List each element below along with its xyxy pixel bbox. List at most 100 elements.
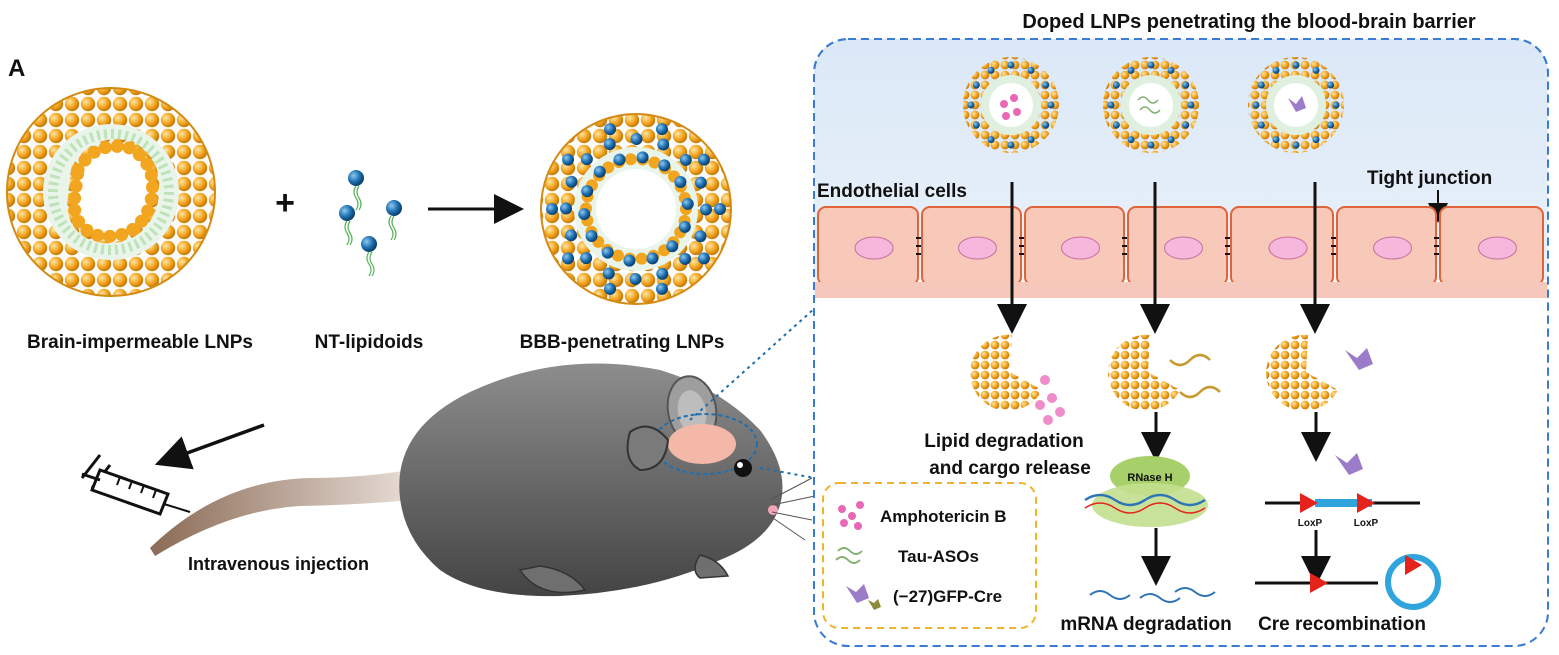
- injection-label: Intravenous injection: [188, 554, 369, 574]
- nt-lipidoid-dot: [697, 252, 710, 265]
- nt-lipidoid-dot: [560, 202, 573, 215]
- nt-lipidoid-dot: [604, 123, 617, 136]
- rnase-h-complex: [1084, 456, 1208, 527]
- loxp-left-label: LoxP: [1298, 518, 1323, 529]
- nt-lipidoid-dot: [646, 252, 659, 265]
- lnp-bbb-penetrating: [540, 113, 732, 305]
- nt-lipidoid-dot: [1147, 61, 1155, 69]
- nt-lipidoid-dot: [585, 230, 598, 243]
- nt-lipidoid-dot: [602, 267, 615, 280]
- nt-lipidoid-dot: [1007, 61, 1015, 69]
- cell-nucleus: [1061, 236, 1100, 260]
- degraded-lnp-2: [1108, 334, 1221, 411]
- plus-sign: +: [275, 184, 295, 222]
- nt-lipidoid-dot: [603, 138, 616, 151]
- syringe-icon: [80, 454, 191, 516]
- nt-lipidoid-dot: [655, 282, 668, 295]
- nt-lipidoid-dot: [694, 176, 707, 189]
- nt-lipidoid-dot: [562, 153, 575, 166]
- nt-lipidoid-dot: [1312, 66, 1320, 74]
- basement-membrane: [815, 282, 1547, 298]
- loxp-dna: [1265, 493, 1420, 513]
- nt-lipidoid-dot: [581, 185, 594, 198]
- nt-lipidoid-dot: [601, 246, 614, 259]
- nt-lipidoid-dot: [1272, 136, 1280, 144]
- mouse-illustration: [150, 363, 816, 597]
- injection-arrow: [154, 423, 265, 470]
- nt-lipidoids-label: NT-lipidoids: [315, 332, 424, 353]
- nt-lipidoid-dot: [681, 197, 694, 210]
- nt-lipidoid-dot: [987, 66, 995, 74]
- cargo-legend: [822, 482, 1037, 629]
- cell-nucleus: [854, 236, 894, 260]
- nt-lipidoid-dot: [593, 165, 606, 178]
- nt-lipidoid-dot: [1257, 121, 1265, 129]
- doped-lnp-cre: [1248, 57, 1344, 153]
- legend-item-aso: Tau-ASOs: [898, 547, 979, 566]
- zoom-line-bottom: [759, 467, 816, 479]
- nt-lipidoid-dot: [658, 159, 671, 172]
- excised-circle: [1385, 554, 1441, 610]
- nt-lipidoid-dot: [1332, 101, 1340, 109]
- nt-lipidoid-dot: [1327, 81, 1335, 89]
- nt-lipidoid-dot: [1112, 121, 1120, 129]
- nt-lipidoid-dot: [562, 252, 575, 265]
- mrna-label: mRNA degradation: [1060, 614, 1231, 635]
- nt-lipidoid-2: [386, 200, 402, 241]
- nt-lipidoid-dot: [657, 138, 670, 151]
- amphotericin-icon: [838, 501, 864, 530]
- degraded-lnp-1: [970, 334, 1065, 425]
- nt-lipidoid-dot: [1312, 136, 1320, 144]
- doped-lnp-nt-lipidoids: [967, 61, 1340, 149]
- lipid-degradation-line2: and cargo release: [929, 458, 1091, 479]
- nt-lipidoid-dot: [972, 121, 980, 129]
- cell-nucleus: [1268, 236, 1308, 260]
- nt-lipidoid-dot: [1182, 81, 1190, 89]
- endothelial-cell-layer: [817, 206, 1544, 286]
- nt-lipidoid-dot: [580, 252, 593, 265]
- nt-lipidoid-4: [361, 236, 377, 277]
- nt-lipidoid-dot: [1292, 61, 1300, 69]
- header-title: Doped LNPs penetrating the blood-brain b…: [1022, 11, 1476, 33]
- panel-label: A: [8, 55, 25, 82]
- nt-lipidoid-dot: [655, 123, 668, 136]
- nt-lipidoid-dot: [546, 203, 558, 215]
- nt-lipidoid-dot: [1127, 66, 1135, 74]
- aso-icon: [835, 547, 863, 564]
- nt-lipidoid-dot: [1187, 101, 1195, 109]
- nt-lipidoid-dot: [666, 240, 679, 253]
- nt-lipidoid-3: [339, 205, 355, 246]
- recombined-dna: [1255, 573, 1378, 593]
- nt-lipidoid-dot: [1257, 81, 1265, 89]
- nt-lipidoid-1: [348, 170, 364, 211]
- nt-lipidoid-dot: [1272, 66, 1280, 74]
- nt-lipidoid-dot: [565, 229, 578, 242]
- nt-lipidoid-dot: [1107, 101, 1115, 109]
- nt-lipidoid-dot: [629, 272, 642, 285]
- cell-nucleus: [1373, 236, 1412, 260]
- nt-lipidoid-dot: [699, 203, 712, 216]
- nt-lipidoid-dot: [714, 203, 726, 215]
- cre-label: Cre recombination: [1258, 614, 1426, 635]
- nt-lipidoid-dot: [613, 153, 626, 166]
- nt-lipidoid-dot: [987, 136, 995, 144]
- nt-lipidoid-dot: [1007, 141, 1015, 149]
- loxp-right-label: LoxP: [1354, 518, 1379, 529]
- cre-protein-icon: [1335, 453, 1363, 475]
- nt-lipidoid-dot: [694, 230, 707, 243]
- nt-lipidoid-dot: [623, 254, 636, 267]
- nt-lipidoid-dot: [565, 175, 578, 188]
- endothelial-label: Endothelial cells: [817, 181, 967, 202]
- nt-lipidoid-dot: [679, 153, 692, 166]
- nt-lipidoid-dot: [967, 101, 975, 109]
- nt-lipidoid-dot: [656, 267, 669, 280]
- nt-lipidoid-dot: [679, 252, 692, 265]
- gfp-cre-icon: [846, 584, 881, 610]
- nt-lipidoid-dot: [1027, 66, 1035, 74]
- nt-lipidoid-dot: [1167, 66, 1175, 74]
- nt-lipidoid-dot: [636, 151, 649, 164]
- mrna-fragments: [1089, 587, 1216, 603]
- nt-lipidoid-dot: [1027, 136, 1035, 144]
- nt-lipidoid-dot: [674, 175, 687, 188]
